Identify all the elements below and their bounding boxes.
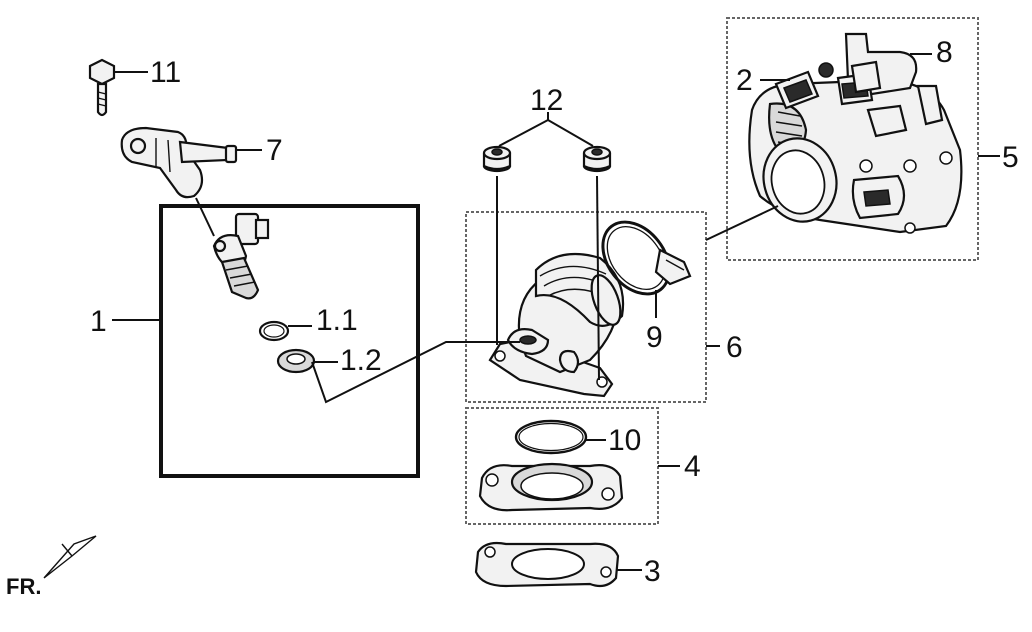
- sensor-part-2: [774, 70, 820, 110]
- callout-7: 7: [266, 134, 283, 167]
- callout-8: 8: [936, 36, 953, 69]
- box-injector-kit: [159, 204, 420, 478]
- callout-12: 12: [530, 84, 563, 117]
- bolt-part-11: [88, 58, 116, 117]
- front-label: FR.: [6, 574, 41, 599]
- callout-2: 2: [736, 64, 753, 97]
- insulator-part-4: [478, 462, 624, 512]
- injector-holder-part-7: [120, 126, 238, 199]
- o-ring-part-10: [514, 419, 588, 455]
- intake-manifold-part-6: [488, 252, 625, 398]
- throttle-body-part-5: [748, 32, 963, 234]
- callout-1-1: 1.1: [316, 304, 358, 337]
- seal-part-1-2: [276, 348, 316, 374]
- callout-4: 4: [684, 450, 701, 483]
- callout-3: 3: [644, 555, 661, 588]
- callout-1-2: 1.2: [340, 344, 382, 377]
- nut-part-12-left: [482, 145, 512, 173]
- callout-6: 6: [726, 331, 743, 364]
- fuel-injector-part-1: [212, 212, 270, 300]
- o-ring-part-1-1: [258, 320, 290, 342]
- nut-part-12-right: [582, 145, 612, 173]
- sensor-part-8: [850, 60, 882, 94]
- callout-10: 10: [608, 424, 641, 457]
- hose-clamp-part-9: [601, 220, 692, 296]
- callout-9: 9: [646, 321, 663, 354]
- callout-11: 11: [150, 56, 181, 89]
- callout-1: 1: [90, 305, 107, 338]
- gasket-part-3: [474, 541, 620, 588]
- callout-5: 5: [1002, 141, 1019, 174]
- box-intake-manifold: [465, 211, 707, 403]
- front-orientation-indicator: FR.: [6, 535, 97, 599]
- leader-lines: [112, 53, 1000, 571]
- box-throttle-body: [726, 17, 979, 261]
